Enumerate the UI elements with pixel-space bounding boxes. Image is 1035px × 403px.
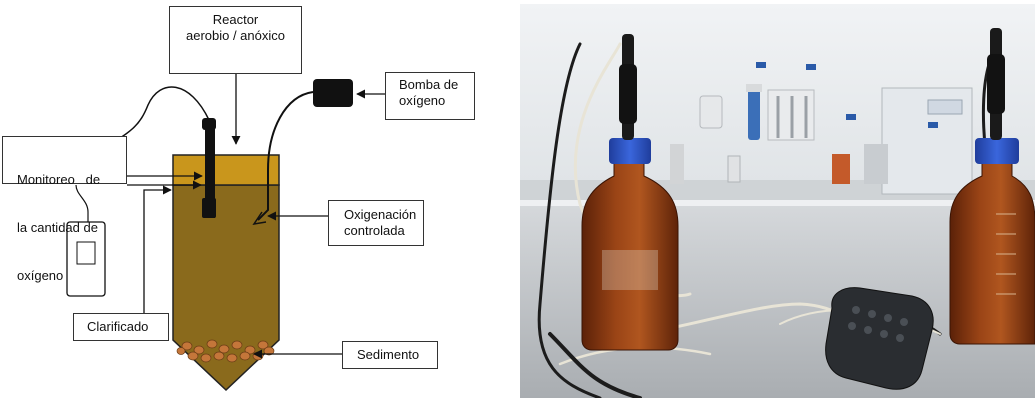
monitor-label-line2: la cantidad de: [17, 220, 98, 235]
reactor-diagram-graphic: [66, 74, 385, 392]
callout-arrows: [127, 74, 385, 359]
reactor-label-line2: aerobio / anóxico: [185, 28, 285, 43]
clarified-label-box: Clarificado: [73, 313, 169, 341]
reactor-diagram: Reactor aerobio / anóxico Bomba de oxíge…: [0, 0, 510, 398]
left-reactor-bottle: [581, 34, 679, 351]
pump-label-line1: Bomba de: [399, 77, 459, 92]
monitor-label-box: Monitoreo de la cantidad de oxígeno: [2, 136, 127, 283]
bench-edge: [520, 200, 1035, 206]
reactor-label-box: Reactor aerobio / anóxico: [169, 6, 302, 74]
reactor-label-line1: Reactor: [212, 12, 259, 27]
sediment-particles: [176, 339, 275, 363]
reactor-vessel: [172, 154, 280, 392]
pump-label-box: Bomba de oxígeno: [385, 72, 475, 120]
oxygenation-label-line2: controlada: [344, 223, 405, 238]
pump-label-line2: oxígeno: [399, 93, 446, 108]
oxygen-meter-icon: [66, 184, 106, 297]
sediment-label-box: Sedimento: [342, 341, 438, 369]
monitor-label-line1: Monitoreo de: [17, 172, 101, 187]
aeration-tube-icon: [252, 91, 314, 226]
monitor-label-line3: oxígeno: [17, 268, 64, 283]
clarified-layer: [172, 154, 280, 186]
lab-equipment-background: [670, 62, 973, 195]
oxygen-meter-device: [825, 287, 934, 390]
oxygenation-label-box: Oxigenación controlada: [328, 200, 424, 246]
sediment-label: Sedimento: [357, 347, 420, 362]
clarified-label: Clarificado: [87, 319, 149, 334]
oxygen-probe-icon: [99, 86, 216, 218]
oxygenation-label-line1: Oxigenación: [344, 207, 417, 222]
lab-photo: [520, 4, 1035, 400]
right-reactor-bottle: [949, 28, 1035, 345]
lab-photo-graphic: [520, 4, 1035, 400]
oxygen-pump-icon: [313, 79, 353, 107]
